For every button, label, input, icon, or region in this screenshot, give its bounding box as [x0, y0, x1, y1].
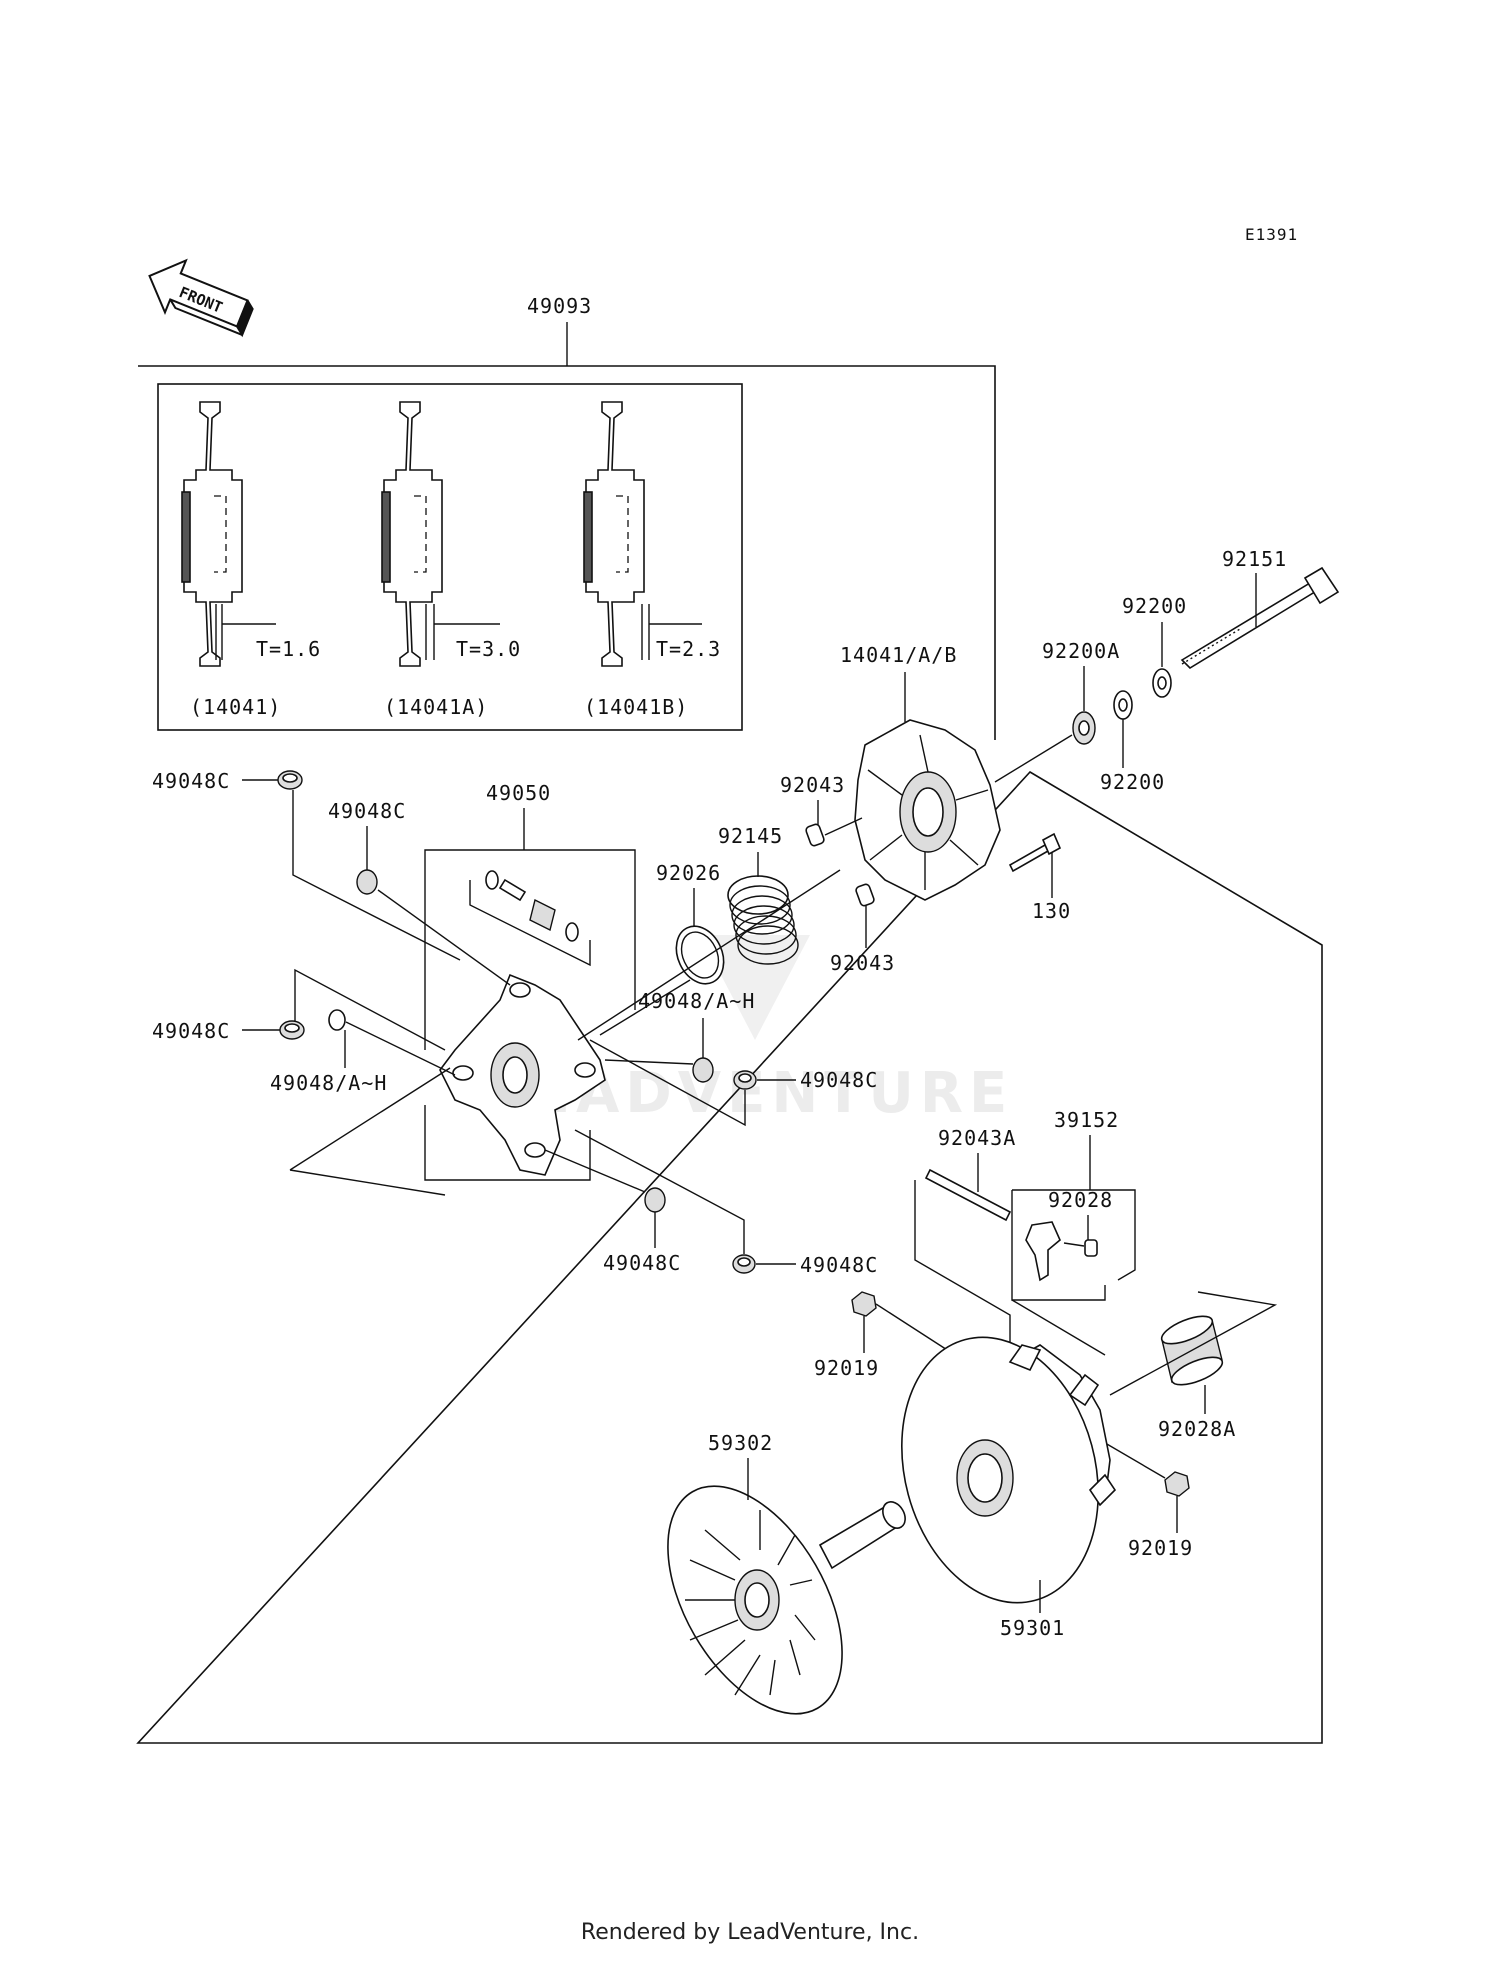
label-92019-upper: 92019	[814, 1356, 879, 1380]
fixed-sheave-59302	[667, 1485, 906, 1715]
bolt-92151	[1180, 566, 1340, 670]
pin-92043A	[924, 1168, 1012, 1222]
spider-bushing	[529, 898, 556, 932]
nut-92019-lower	[1164, 1471, 1190, 1497]
label-92028: 92028	[1048, 1188, 1113, 1212]
variant-code-1: (14041)	[190, 695, 281, 719]
label-49048-A-H-center: 49048/A~H	[638, 989, 755, 1013]
nut-92019-upper	[851, 1291, 877, 1317]
variant-thickness-1: T=1.6	[256, 637, 321, 661]
label-49048C-low-right: 49048C	[800, 1253, 878, 1277]
label-49048-A-H-left: 49048/A~H	[270, 1071, 387, 1095]
washer-49048C-top-inner	[356, 869, 378, 895]
assembly-outline	[136, 365, 1323, 1744]
variant-14041A: T=3.0 (14041A)	[381, 401, 521, 719]
washer-49048C-mid-left	[279, 1020, 305, 1040]
label-92200A: 92200A	[1042, 639, 1120, 663]
cover-14041	[854, 719, 1001, 901]
label-59301: 59301	[1000, 1616, 1065, 1640]
spider-pin	[498, 878, 527, 902]
spider-bracket	[424, 849, 636, 1050]
washer-49048C-low-right	[732, 1254, 756, 1274]
spring-92145	[727, 875, 799, 965]
label-59302: 59302	[708, 1431, 773, 1455]
label-49048C-mid-right: 49048C	[800, 1068, 878, 1092]
label-92026: 92026	[656, 861, 721, 885]
label-92200-a: 92200	[1122, 594, 1187, 618]
pin-92028	[1084, 1239, 1098, 1257]
pin-92043-top	[805, 823, 825, 847]
label-130: 130	[1032, 899, 1071, 923]
washer-49048C-top-left	[277, 770, 303, 790]
bolt-130	[1008, 832, 1062, 873]
footer-credit: Rendered by LeadVenture, Inc.	[580, 1920, 920, 1945]
washer-49048C-mid-right	[733, 1070, 757, 1090]
washer-49048-mid-center	[692, 1057, 714, 1083]
label-49050: 49050	[486, 781, 551, 805]
label-14041-A-B: 14041/A/B	[840, 643, 957, 667]
label-92043-top: 92043	[780, 773, 845, 797]
variant-code-3: (14041B)	[584, 695, 688, 719]
label-92043A: 92043A	[938, 1126, 1016, 1150]
variant-14041B: T=2.3 (14041B)	[583, 401, 721, 719]
pin-92043-bottom	[855, 883, 875, 907]
label-92151: 92151	[1222, 547, 1287, 571]
variant-thickness-3: T=2.3	[656, 637, 721, 661]
variant-thickness-2: T=3.0	[456, 637, 521, 661]
label-92145: 92145	[718, 824, 783, 848]
label-92028A: 92028A	[1158, 1417, 1236, 1441]
weight-assy-bracket	[1012, 1189, 1136, 1281]
variant-14041: T=1.6 (14041)	[181, 401, 321, 719]
spider-pin-washer-1	[485, 870, 499, 890]
ring-92026	[675, 925, 725, 985]
diagram-code: E1391	[1245, 225, 1298, 244]
inset-variants: T=1.6 (14041) T=3.0 (14041A) T=2.3 (1404…	[157, 383, 743, 731]
label-49093: 49093	[527, 294, 592, 318]
weight-lever	[1025, 1221, 1061, 1282]
label-49048C-mid-left: 49048C	[152, 1019, 230, 1043]
label-92200-b: 92200	[1100, 770, 1165, 794]
movable-sheave-59301	[901, 1336, 1117, 1604]
spider-49050	[439, 973, 606, 1176]
variant-code-2: (14041A)	[384, 695, 488, 719]
washer-49048C-low-center	[644, 1187, 666, 1213]
front-arrow-icon: FRONT	[148, 258, 254, 338]
label-92019-lower: 92019	[1128, 1536, 1193, 1560]
label-39152: 39152	[1054, 1108, 1119, 1132]
label-49048C-top-left: 49048C	[152, 769, 230, 793]
washer-49048-mid-inner	[328, 1009, 346, 1031]
label-49048C-top-inner: 49048C	[328, 799, 406, 823]
label-92043-bottom: 92043	[830, 951, 895, 975]
label-49048C-low-center: 49048C	[603, 1251, 681, 1275]
